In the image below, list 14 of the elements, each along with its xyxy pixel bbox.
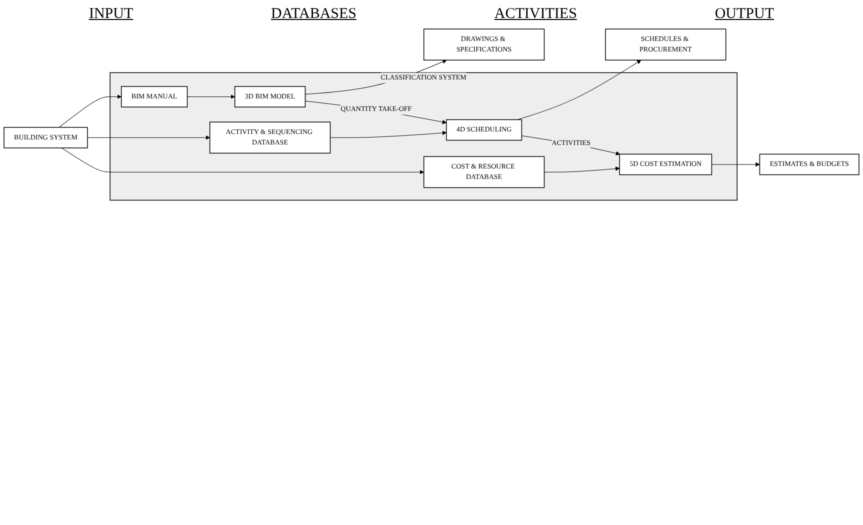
- column-heading: OUTPUT: [714, 6, 774, 23]
- arrow: [305, 100, 447, 124]
- column-heading: ACTIVITIES: [494, 6, 577, 23]
- arrow: [330, 130, 447, 138]
- arrow: [61, 148, 424, 174]
- arrow: [711, 162, 760, 167]
- arrow: [544, 166, 620, 172]
- arrow: [87, 135, 210, 140]
- arrow: [521, 136, 620, 156]
- column-heading: INPUT: [88, 6, 134, 23]
- arrow: [517, 60, 642, 120]
- arrow: [187, 94, 236, 99]
- arrow: [58, 94, 122, 128]
- column-heading: DATABASES: [271, 6, 357, 23]
